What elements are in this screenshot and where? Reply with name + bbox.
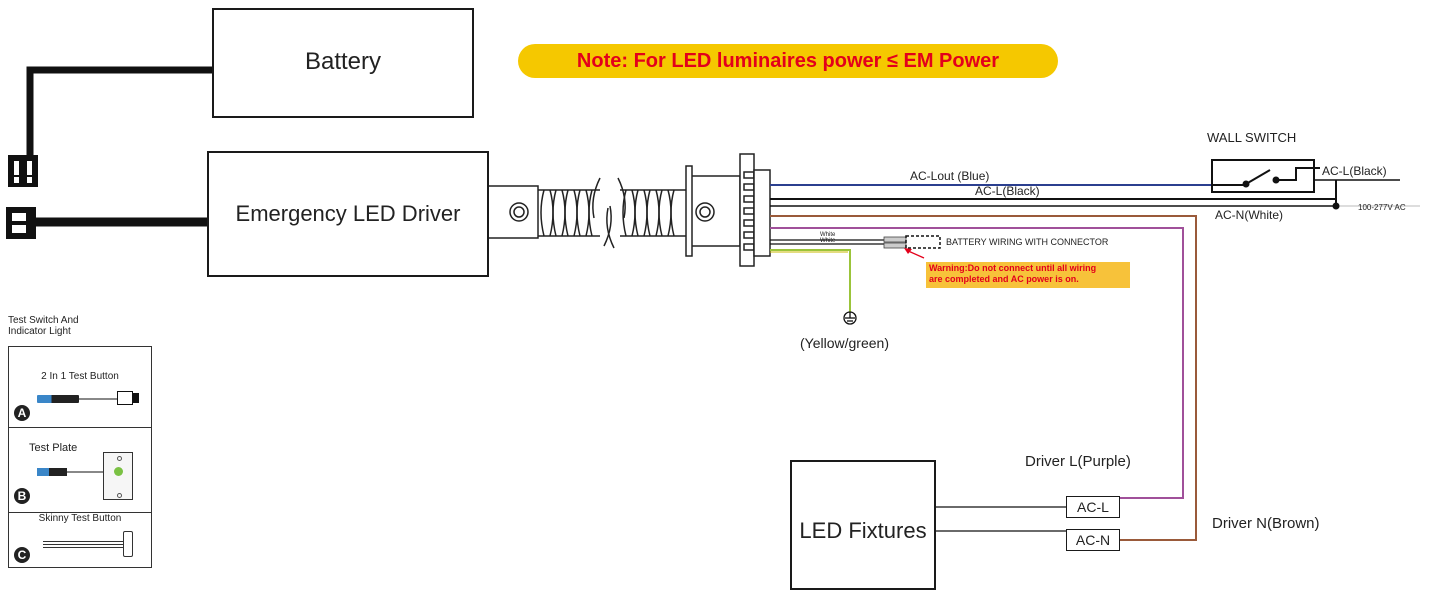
driver-label: Emergency LED Driver (235, 201, 461, 226)
warning-box: Warning:Do not connect until all wiring … (926, 262, 1130, 288)
skinny-button-wires-icon (43, 541, 123, 542)
label-wall-switch: WALL SWITCH (1207, 130, 1296, 145)
label-voltage: 100-277V AC (1358, 203, 1406, 212)
warning-line-1: Warning:Do not connect until all wiring (929, 263, 1097, 273)
led-fixtures-box: LED Fixtures (790, 460, 936, 590)
test-option-a: 2 In 1 Test Button A (9, 347, 151, 428)
purple-wire (770, 227, 1184, 499)
test-button-wire (79, 398, 117, 400)
wall-switch-box (1211, 159, 1315, 193)
label-ac-l-black-right: AC-L(Black) (1322, 164, 1387, 178)
ground-wire (770, 249, 851, 312)
ground-icon (843, 311, 857, 325)
battery-box: Battery (212, 8, 474, 118)
label-ac-n-white: AC-N(White) (1215, 208, 1283, 222)
note-badge: Note: For LED luminaires power ≤ EM Powe… (518, 44, 1058, 78)
option-c-badge: C (14, 547, 30, 563)
test-panel-title-line-1: Test Switch And (8, 315, 79, 326)
ac-n-terminal-label: AC-N (1075, 532, 1111, 548)
switch-symbol-icon (1212, 167, 1320, 188)
label-ground: (Yellow/green) (800, 335, 889, 351)
test-panel: 2 In 1 Test Button A Test Plate B Skinny… (8, 346, 152, 568)
driver-connector-icon (6, 207, 36, 239)
battery-connector-dashed (905, 235, 941, 249)
note-text: Note: For LED luminaires power ≤ EM Powe… (576, 50, 1000, 72)
ac-l-terminal: AC-L (1066, 496, 1120, 518)
battery-label: Battery (304, 48, 382, 75)
label-ac-lout: AC-Lout (Blue) (910, 169, 989, 183)
label-driver-l: Driver L(Purple) (1025, 453, 1131, 470)
ac-n-terminal: AC-N (1066, 529, 1120, 551)
skinny-button-icon (123, 531, 133, 557)
battery-plug-2 (883, 242, 907, 249)
test-option-c: Skinny Test Button C (9, 513, 151, 567)
option-b-label: Test Plate (29, 442, 78, 454)
test-plate-wire (67, 471, 103, 473)
option-c-label: Skinny Test Button (38, 513, 122, 524)
indicator-light-icon (114, 467, 123, 476)
test-plate-cable-icon (37, 468, 67, 476)
label-white-1: White (820, 232, 836, 238)
battery-cable (26, 66, 212, 155)
ac-l-terminal-label: AC-L (1077, 499, 1109, 515)
test-button-plug-icon (133, 393, 139, 403)
brown-wire (770, 215, 1197, 541)
test-button-cable-icon (37, 395, 79, 403)
test-option-b: Test Plate B (9, 428, 151, 513)
test-panel-title: Test Switch And Indicator Light (8, 315, 79, 337)
test-button-connector-icon (117, 391, 133, 405)
emergency-driver-box: Emergency LED Driver (207, 151, 489, 277)
test-plate-icon (103, 452, 133, 500)
test-panel-title-line-2: Indicator Light (8, 326, 71, 337)
label-white-2: White (820, 238, 836, 244)
led-fixtures-label: LED Fixtures (799, 518, 927, 543)
option-a-label: 2 In 1 Test Button (41, 371, 119, 382)
battery-connector-icon (8, 155, 38, 187)
label-battery-wiring: BATTERY WIRING WITH CONNECTOR (946, 237, 1109, 247)
battery-plug-1 (883, 236, 907, 243)
conduit-body (487, 153, 771, 267)
label-driver-n: Driver N(Brown) (1212, 515, 1320, 532)
warning-arrowhead-icon (904, 248, 912, 254)
option-b-badge: B (14, 488, 30, 504)
plate-screw-bottom-icon (117, 493, 122, 498)
plate-screw-top-icon (117, 456, 122, 461)
label-ac-l-black: AC-L(Black) (975, 184, 1040, 198)
option-a-badge: A (14, 405, 30, 421)
warning-line-2: are completed and AC power is on. (929, 274, 1079, 284)
